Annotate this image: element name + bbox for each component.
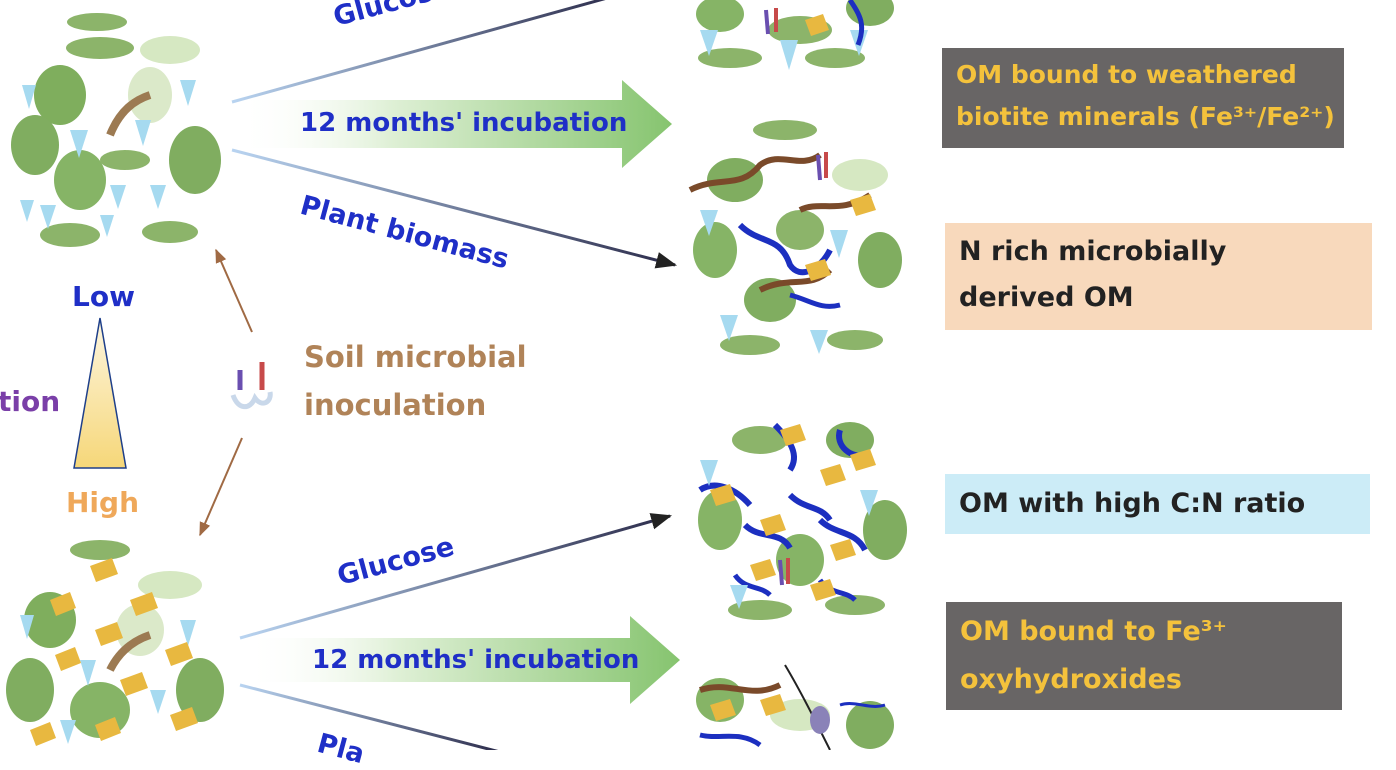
diagram-canvas	[6, 0, 907, 750]
high-cn-box: OM with high C:N ratio	[945, 474, 1370, 534]
n-rich-box-line2: derived OM	[959, 282, 1134, 313]
n-rich-box-line1: N rich microbially	[959, 236, 1227, 267]
inoculation-arrow-down	[199, 437, 243, 537]
fe-box-line1: OM bound to Fe³⁺	[960, 616, 1227, 647]
glucose-line-top	[231, 0, 606, 104]
inoculation-label: inoculation	[304, 388, 487, 422]
plant-line-top	[231, 148, 678, 269]
product-cluster-high-cn	[698, 422, 907, 620]
weathered-box-line1: OM bound to weathered	[956, 60, 1297, 89]
product-cluster-n-rich	[688, 120, 902, 355]
fe-box-line2: oxyhydroxides	[960, 664, 1182, 695]
incubation-label-top: 12 months' incubation	[300, 108, 628, 138]
incubation-label-bottom: 12 months' incubation	[312, 645, 640, 675]
plant-line-bottom	[239, 683, 499, 750]
inoculation-arrow-up	[215, 248, 253, 333]
incubation-arrow-bottom	[245, 616, 680, 704]
incubation-arrow-top	[238, 80, 672, 168]
product-cluster-top	[696, 0, 894, 70]
n-rich-box: N rich microbially derived OM	[945, 223, 1372, 330]
soil-cluster-high	[6, 540, 224, 746]
microbe-icon	[230, 362, 273, 410]
high-cn-box-line1: OM with high C:N ratio	[959, 488, 1306, 519]
weathered-box-line2: biotite minerals (Fe³⁺/Fe²⁺)	[956, 102, 1335, 131]
soil-cluster-low	[11, 13, 221, 247]
weathered-biotite-box: OM bound to weathered biotite minerals (…	[942, 48, 1344, 148]
soil-microbial-label: Soil microbial	[304, 340, 527, 374]
product-cluster-fe	[696, 664, 894, 750]
gradient-triangle	[73, 317, 127, 469]
high-label: High	[66, 486, 140, 519]
glucose-line-bottom	[239, 513, 673, 640]
fe-oxyhydroxide-box: OM bound to Fe³⁺ oxyhydroxides	[946, 602, 1342, 710]
low-label: Low	[72, 280, 135, 313]
side-label-partial: tion	[0, 385, 61, 418]
